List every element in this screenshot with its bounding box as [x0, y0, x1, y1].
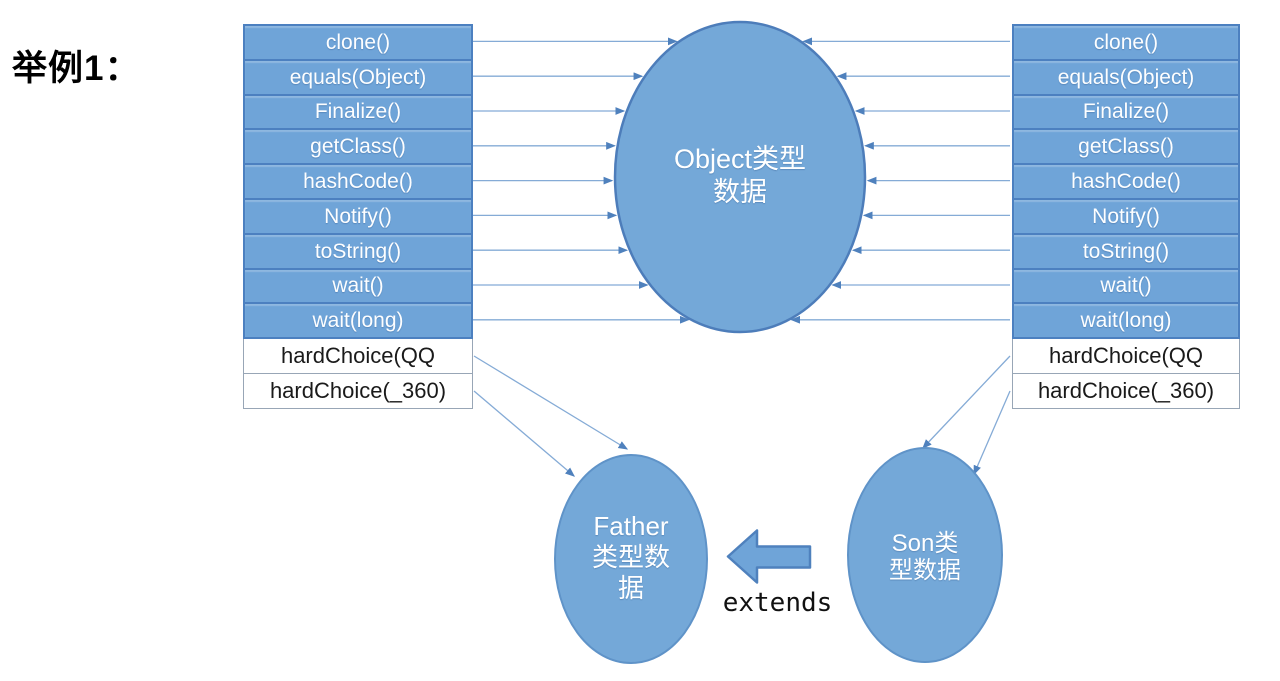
- father-ellipse: [554, 454, 708, 664]
- extends-block-arrow-icon: [726, 529, 812, 584]
- arrow-hardchoiceqq-to-son: [922, 355, 1011, 449]
- table-row: hardChoice(QQ: [243, 339, 473, 374]
- table-row: toString(): [1014, 234, 1238, 270]
- object-label-line2: 数据: [713, 177, 767, 207]
- arrow-hardchoice360-to-father: [473, 390, 575, 477]
- table-row: Finalize(): [1014, 95, 1238, 131]
- table-row: clone(): [245, 26, 471, 61]
- table-row: Finalize(): [245, 95, 471, 131]
- diagonal-arrows: [473, 355, 1011, 477]
- table-row: Notify(): [245, 199, 471, 235]
- arrow-hardchoiceqq-to-father: [473, 355, 629, 450]
- example-title: 举例1：: [12, 49, 141, 88]
- table-row: wait(long): [1014, 304, 1238, 340]
- arrow-hardchoice360-to-son: [973, 390, 1011, 476]
- table-row: hardChoice(_360): [243, 373, 473, 409]
- son-class-method-table: clone()equals(Object)Finalize()getClass(…: [1012, 24, 1240, 409]
- table-row: wait(): [245, 269, 471, 305]
- extends-label: extends: [722, 588, 833, 618]
- father-class-method-table: clone()equals(Object)Finalize()getClass(…: [243, 24, 473, 409]
- inherited-methods-group: clone()equals(Object)Finalize()getClass(…: [243, 24, 473, 340]
- object-ellipse-label: Object类型 数据: [615, 143, 865, 209]
- father-label-line2: 类型数: [591, 542, 670, 572]
- table-row: hardChoice(_360): [1012, 373, 1240, 409]
- son-ellipse-label: Son类 型数据: [848, 530, 1002, 584]
- father-label-line3: 据: [617, 573, 644, 603]
- inherited-methods-group: clone()equals(Object)Finalize()getClass(…: [1012, 24, 1240, 340]
- table-row: getClass(): [245, 130, 471, 166]
- object-label-line1: Object类型: [673, 144, 807, 174]
- connector-arrows: [473, 37, 1010, 324]
- object-ellipse: [613, 20, 867, 334]
- table-row: hardChoice(QQ: [1012, 339, 1240, 374]
- table-row: Notify(): [1014, 199, 1238, 235]
- table-row: wait(long): [245, 304, 471, 340]
- table-row: equals(Object): [245, 60, 471, 96]
- table-row: getClass(): [1014, 130, 1238, 166]
- table-row: clone(): [1014, 26, 1238, 61]
- son-ellipse: [847, 447, 1003, 663]
- son-label-line1: Son类: [891, 530, 959, 557]
- table-row: wait(): [1014, 269, 1238, 305]
- father-ellipse-label: Father 类型数 据: [555, 511, 707, 604]
- son-label-line2: 型数据: [889, 557, 961, 584]
- father-label-line1: Father: [593, 511, 669, 541]
- table-row: hashCode(): [1014, 165, 1238, 200]
- table-row: equals(Object): [1014, 60, 1238, 96]
- table-row: hashCode(): [245, 165, 471, 200]
- table-row: toString(): [245, 234, 471, 270]
